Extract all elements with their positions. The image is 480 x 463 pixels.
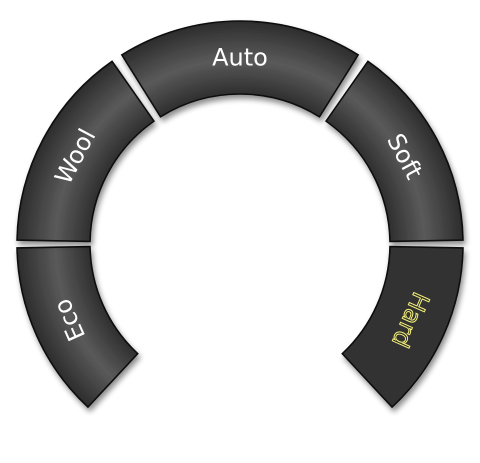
eco-segment-shape <box>16 245 139 409</box>
hard-segment-shape <box>341 245 464 409</box>
dial-segment-eco[interactable]: Eco <box>16 245 139 409</box>
dial-segment-wool[interactable]: Wool <box>16 60 156 243</box>
wool-segment-shape <box>16 60 156 243</box>
dial-segment-soft[interactable]: Soft <box>324 60 464 243</box>
soft-segment-shape <box>324 60 464 243</box>
dial-segment-hard[interactable]: Hard <box>341 245 464 409</box>
dial-segment-auto[interactable]: Auto <box>120 20 360 118</box>
auto-segment-shape <box>120 20 360 118</box>
